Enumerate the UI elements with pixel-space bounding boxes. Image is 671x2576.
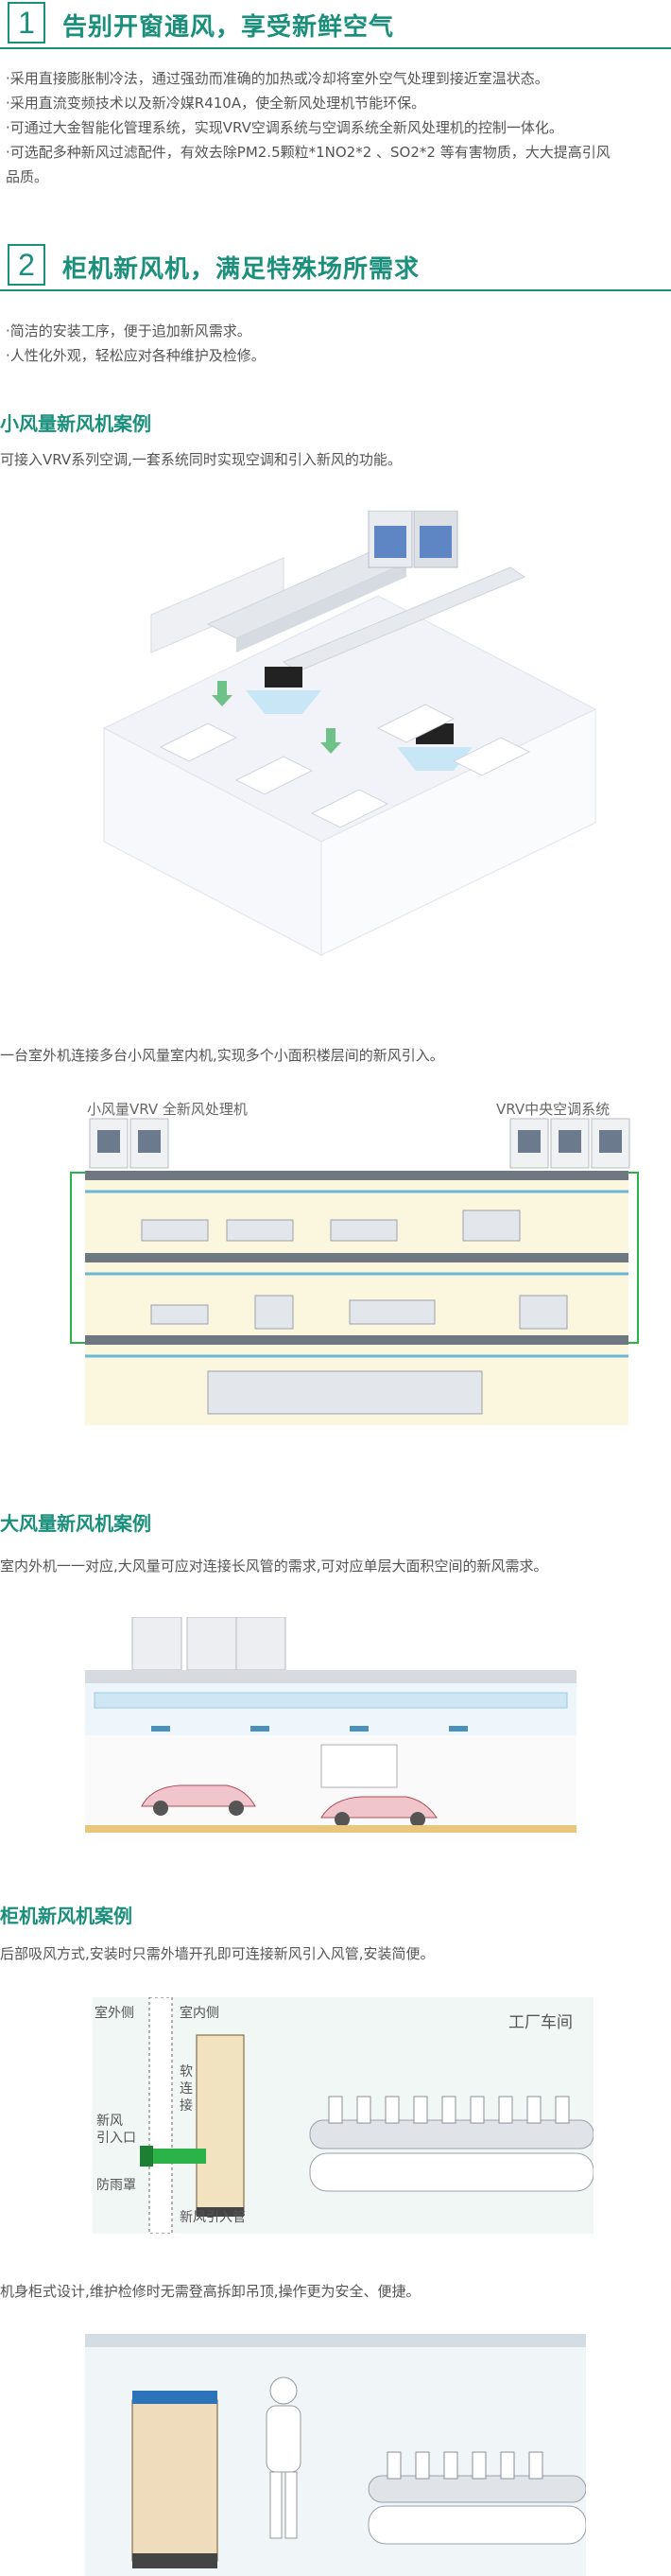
building-label-right: VRV中央空调系统: [496, 1101, 611, 1118]
outdoor-unit-icon: [89, 1118, 169, 1169]
factory-diagram: 室外侧 室内侧 工厂车间 软连接 新风 引入口 防雨罩 新风引入管: [93, 1997, 594, 2234]
label-soft-joint: 软连接: [180, 2064, 193, 2114]
section-title-2: 柜机新风机，满足特殊场所需求: [62, 255, 421, 284]
bullet: ·采用直流变频技术以及新冷媒R410A，使全新风处理机节能环保。: [6, 95, 426, 112]
section-title-1: 告别开窗通风，享受新鲜空气: [62, 13, 395, 42]
bullet: ·可选配多种新风过滤配件，有效去除PM2.5颗粒*1NO2*2 、SO2*2 等…: [6, 144, 611, 161]
section-number-2: 2: [8, 244, 45, 286]
outdoor-unit-icon: [368, 511, 458, 568]
car-icon: [320, 1796, 438, 1827]
bullet: ·简洁的安装工序，便于追加新风需求。: [6, 322, 251, 339]
cabinet-case-desc: 后部吸风方式,安装时只需外墙开孔即可连接新风引入风管,安装简便。: [0, 1945, 435, 1962]
cabinet-case-title: 柜机新风机案例: [0, 1905, 132, 1927]
label-inlet-2: 引入口: [96, 2131, 136, 2146]
outdoor-unit-icon: [131, 1617, 286, 1671]
label-rain-cover: 防雨罩: [96, 2178, 136, 2193]
maintenance-illustration: [85, 2334, 586, 2576]
building-illustration: [70, 1118, 639, 1425]
bullet: 品质。: [6, 168, 49, 185]
bullet: ·采用直接膨胀制冷法，通过强劲而准确的加热或冷却将室外空气处理到接近室温状态。: [6, 70, 549, 87]
label-pipe: 新风引入管: [180, 2210, 246, 2225]
section1-bullets: ·采用直接膨胀制冷法，通过强劲而准确的加热或冷却将室外空气处理到接近室温状态。 …: [6, 66, 667, 189]
section-number-1: 1: [8, 2, 45, 44]
large-case-title: 大风量新风机案例: [0, 1512, 151, 1535]
small-case-desc: 可接入VRV系列空调,一套系统同时实现空调和引入新风的功能。: [0, 451, 402, 468]
person-icon: [266, 2376, 301, 2539]
cabinet-unit-icon: [131, 2391, 218, 2568]
label-outside: 室外侧: [95, 2006, 134, 2021]
section-divider-1: [0, 47, 671, 49]
section-divider-2: [0, 289, 671, 291]
cabinet-case-desc-2: 机身柜式设计,维护检修时无需登高拆卸吊顶,操作更为安全、便捷。: [0, 2283, 421, 2300]
label-factory: 工厂车间: [508, 2013, 573, 2032]
parking-illustration: [85, 1617, 576, 1833]
car-icon: [141, 1784, 256, 1816]
office-illustration: [102, 511, 597, 956]
small-case-desc-2: 一台室外机连接多台小风量室内机,实现多个小面积楼层间的新风引入。: [0, 1047, 444, 1064]
bullet: ·可通过大金智能化管理系统，实现VRV空调系统与空调系统全新风处理机的控制一体化…: [6, 119, 563, 136]
bullet: ·人性化外观，轻松应对各种维护及检修。: [6, 347, 266, 364]
section2-bullets: ·简洁的安装工序，便于追加新风需求。 ·人性化外观，轻松应对各种维护及检修。: [6, 319, 667, 368]
building-label-left: 小风量VRV 全新风处理机: [87, 1101, 248, 1118]
label-inlet-1: 新风: [96, 2114, 123, 2129]
small-case-title: 小风量新风机案例: [0, 412, 151, 435]
label-inside: 室内侧: [180, 2006, 219, 2021]
large-case-desc: 室内外机一一对应,大风量可应对连接长风管的需求,可对应单层大面积空间的新风需求。: [0, 1558, 548, 1575]
outdoor-unit-icon: [509, 1118, 630, 1169]
